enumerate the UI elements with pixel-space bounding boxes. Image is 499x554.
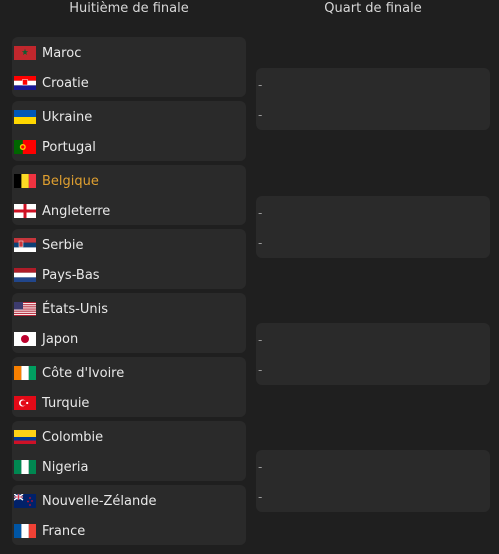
nigeria-flag-icon bbox=[14, 460, 36, 474]
team-name: Croatie bbox=[42, 75, 89, 91]
japan-flag-icon bbox=[14, 332, 36, 346]
team-name: Colombie bbox=[42, 429, 104, 445]
netherlands-flag-icon bbox=[14, 268, 36, 282]
team-row[interactable]: Colombie bbox=[12, 422, 246, 452]
turkey-flag-icon bbox=[14, 396, 36, 410]
match-card-4[interactable]: Serbie Pays-Bas bbox=[12, 229, 246, 289]
belgium-flag-icon bbox=[14, 174, 36, 188]
ivory-coast-flag-icon bbox=[14, 366, 36, 380]
team-row[interactable]: Serbie bbox=[12, 230, 246, 260]
qf-home-slot: - bbox=[258, 333, 263, 347]
team-row[interactable]: Nigeria bbox=[12, 452, 246, 482]
match-card-5[interactable]: États-Unis Japon bbox=[12, 293, 246, 353]
team-name: Nigeria bbox=[42, 459, 89, 475]
morocco-flag-icon bbox=[14, 46, 36, 60]
team-row[interactable]: Japon bbox=[12, 324, 246, 354]
serbia-flag-icon bbox=[14, 238, 36, 252]
quarter-finals-header: Quart de finale bbox=[324, 1, 422, 16]
team-name: Belgique bbox=[42, 173, 99, 189]
team-row[interactable]: Nouvelle-Zélande bbox=[12, 486, 246, 516]
quarter-final-card-4[interactable]: - - bbox=[256, 450, 490, 512]
team-name: Portugal bbox=[42, 139, 96, 155]
team-row[interactable]: Turquie bbox=[12, 388, 246, 418]
match-card-6[interactable]: Côte d'Ivoire Turquie bbox=[12, 357, 246, 417]
qf-away-slot: - bbox=[258, 490, 263, 504]
team-name: Turquie bbox=[42, 395, 90, 411]
team-name: Pays-Bas bbox=[42, 267, 100, 283]
team-row[interactable]: Croatie bbox=[12, 68, 246, 98]
match-card-1[interactable]: Maroc Croatie bbox=[12, 37, 246, 97]
team-row[interactable]: Angleterre bbox=[12, 196, 246, 226]
qf-home-slot: - bbox=[258, 78, 263, 92]
qf-home-slot: - bbox=[258, 206, 263, 220]
team-name: Japon bbox=[42, 331, 79, 347]
team-name: Nouvelle-Zélande bbox=[42, 493, 157, 509]
match-card-8[interactable]: Nouvelle-Zélande France bbox=[12, 485, 246, 545]
team-row[interactable]: Pays-Bas bbox=[12, 260, 246, 290]
team-row[interactable]: Ukraine bbox=[12, 102, 246, 132]
qf-away-slot: - bbox=[258, 236, 263, 250]
england-flag-icon bbox=[14, 204, 36, 218]
croatia-flag-icon bbox=[14, 76, 36, 90]
team-name: États-Unis bbox=[42, 301, 108, 317]
quarter-final-card-1[interactable]: - - bbox=[256, 68, 490, 130]
team-name: Maroc bbox=[42, 45, 82, 61]
qf-away-slot: - bbox=[258, 108, 263, 122]
team-name: Angleterre bbox=[42, 203, 111, 219]
qf-home-slot: - bbox=[258, 460, 263, 474]
team-row[interactable]: France bbox=[12, 516, 246, 546]
quarter-final-card-2[interactable]: - - bbox=[256, 196, 490, 258]
team-name: Serbie bbox=[42, 237, 84, 253]
team-row[interactable]: États-Unis bbox=[12, 294, 246, 324]
team-row[interactable]: Côte d'Ivoire bbox=[12, 358, 246, 388]
france-flag-icon bbox=[14, 524, 36, 538]
team-name: Côte d'Ivoire bbox=[42, 365, 125, 381]
usa-flag-icon bbox=[14, 302, 36, 316]
team-row[interactable]: Belgique bbox=[12, 166, 246, 196]
ukraine-flag-icon bbox=[14, 110, 36, 124]
match-card-2[interactable]: Ukraine Portugal bbox=[12, 101, 246, 161]
new-zealand-flag-icon bbox=[14, 494, 36, 508]
portugal-flag-icon bbox=[14, 140, 36, 154]
team-row[interactable]: Portugal bbox=[12, 132, 246, 162]
round-of-16-header: Huitième de finale bbox=[69, 1, 189, 16]
quarter-final-card-3[interactable]: - - bbox=[256, 323, 490, 385]
colombia-flag-icon bbox=[14, 430, 36, 444]
qf-away-slot: - bbox=[258, 363, 263, 377]
match-card-7[interactable]: Colombie Nigeria bbox=[12, 421, 246, 481]
team-name: France bbox=[42, 523, 86, 539]
team-row[interactable]: Maroc bbox=[12, 38, 246, 68]
team-name: Ukraine bbox=[42, 109, 93, 125]
match-card-3[interactable]: Belgique Angleterre bbox=[12, 165, 246, 225]
